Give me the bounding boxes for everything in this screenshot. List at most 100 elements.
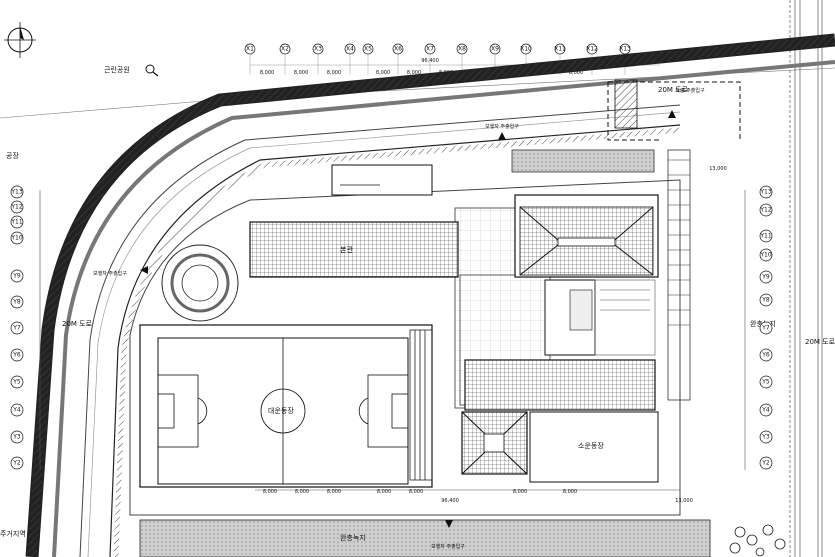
- svg-text:Y13: Y13: [759, 189, 771, 196]
- svg-text:X6: X6: [394, 46, 402, 53]
- track-lanes: [409, 329, 433, 481]
- svg-text:Y11: Y11: [10, 219, 22, 226]
- grid-bubble: X2: [279, 43, 291, 55]
- access-path-dashed: [607, 81, 741, 141]
- entry-arrow-icon: [140, 110, 676, 528]
- svg-text:X3: X3: [314, 46, 322, 53]
- service-yard: [511, 149, 655, 173]
- svg-text:Y5: Y5: [12, 379, 21, 386]
- svg-text:Y10: Y10: [759, 252, 771, 259]
- grid-bubble: X4: [344, 43, 356, 55]
- residential-label: 주거지역: [0, 529, 26, 538]
- magnifier-icon: [145, 64, 159, 77]
- road-left-label: 20M 도로: [62, 320, 93, 328]
- svg-text:Y11: Y11: [759, 233, 771, 240]
- service-entry-label: 차량 주출입구: [675, 87, 705, 94]
- svg-text:Y6: Y6: [12, 352, 21, 359]
- svg-text:Y7: Y7: [761, 325, 770, 332]
- park-label: 근린공원: [104, 65, 130, 74]
- svg-text:8,000: 8,000: [376, 70, 390, 76]
- grid-bubble: X6: [392, 43, 404, 55]
- grid-bubble: X13: [619, 43, 631, 55]
- svg-text:X8: X8: [458, 46, 466, 53]
- north-arrow-icon: [4, 22, 36, 58]
- svg-text:Y5: Y5: [761, 379, 770, 386]
- svg-text:Y2: Y2: [761, 460, 770, 467]
- small-field: [529, 411, 659, 483]
- top-grid-bubbles: X1 X2 X3 X4 X5 X6 X7 X8 X9 X10 X11 X12 X…: [244, 43, 631, 55]
- svg-text:Y12: Y12: [759, 207, 771, 214]
- svg-text:X13: X13: [619, 46, 631, 53]
- svg-text:8,000: 8,000: [513, 489, 527, 495]
- svg-text:8,000: 8,000: [327, 70, 341, 76]
- road-top-label: 20M 도로: [658, 86, 689, 94]
- gate-ramp: [614, 79, 638, 129]
- svg-text:Y6: Y6: [761, 352, 770, 359]
- outdoor-stage: [331, 164, 433, 196]
- svg-text:8,000: 8,000: [407, 70, 421, 76]
- svg-text:X1: X1: [246, 46, 254, 53]
- svg-text:8,000: 8,000: [327, 489, 341, 495]
- main-sports-field: [139, 324, 433, 488]
- west-entry-label: 보행자 주출입구: [93, 270, 127, 277]
- factory-label: 공장: [6, 151, 19, 160]
- grid-bubble: X7: [424, 43, 436, 55]
- small-field-label: 소운동장: [578, 441, 604, 450]
- grid-bubble: X11: [554, 43, 566, 55]
- svg-text:Y9: Y9: [761, 274, 770, 281]
- circular-plaza: [161, 244, 239, 322]
- svg-text:X9: X9: [491, 46, 499, 53]
- svg-text:X2: X2: [281, 46, 289, 53]
- svg-text:8,000: 8,000: [294, 70, 308, 76]
- green-bottom-label: 완충녹지: [340, 533, 366, 542]
- curved-road-inner-band: [52, 60, 835, 557]
- svg-text:8,000: 8,000: [263, 489, 277, 495]
- svg-text:X10: X10: [520, 46, 532, 53]
- auditorium-building: [461, 411, 528, 475]
- svg-text:Y8: Y8: [761, 297, 770, 304]
- north-entry-label: 보행자 주출입구: [485, 123, 519, 130]
- grid-bubble: X5: [362, 43, 374, 55]
- svg-text:Y3: Y3: [761, 434, 770, 441]
- gymnasium-building: [514, 194, 659, 278]
- svg-text:8,000: 8,000: [569, 70, 583, 76]
- svg-text:Y4: Y4: [12, 407, 21, 414]
- east-wing: [544, 279, 656, 356]
- green-buffer-south: [139, 519, 711, 557]
- svg-text:X12: X12: [586, 46, 598, 53]
- svg-text:8,000: 8,000: [260, 70, 274, 76]
- svg-text:Y2: Y2: [12, 460, 21, 467]
- grid-bubble: X3: [312, 43, 324, 55]
- south-entry-label: 보행자 주출입구: [431, 543, 465, 550]
- grid-bubble: X8: [456, 43, 468, 55]
- right-grid-bubbles: Y13 Y12 Y11 Y10 Y9 Y8 Y7 Y6 Y5 Y4 Y3 Y2: [759, 185, 773, 470]
- svg-text:X4: X4: [346, 46, 354, 53]
- svg-text:Y10: Y10: [10, 235, 22, 242]
- classroom-wing-south: [464, 359, 656, 411]
- main-building-label: 본관: [340, 245, 353, 254]
- svg-text:8,000: 8,000: [563, 489, 577, 495]
- svg-text:96,400: 96,400: [421, 58, 439, 64]
- parking-lot-east: [667, 149, 691, 401]
- svg-text:Y4: Y4: [761, 407, 770, 414]
- svg-text:Y13: Y13: [10, 189, 22, 196]
- grid-bubble: X1: [244, 43, 256, 55]
- tree-icons: [729, 524, 786, 557]
- svg-text:Y7: Y7: [12, 325, 21, 332]
- svg-text:Y3: Y3: [12, 434, 21, 441]
- svg-text:96,400: 96,400: [441, 498, 459, 504]
- svg-text:X11: X11: [554, 46, 566, 53]
- svg-text:Y12: Y12: [10, 204, 22, 211]
- bottom-dimensions: 8,000 8,000 8,000 8,000 8,000 8,000 8,00…: [255, 166, 727, 504]
- grid-bubble: X10: [520, 43, 532, 55]
- road-right-label: 20M 도로: [805, 338, 835, 346]
- svg-text:8,000: 8,000: [377, 489, 391, 495]
- svg-text:Y8: Y8: [12, 299, 21, 306]
- grid-bubble: X9: [489, 43, 501, 55]
- svg-text:8,000: 8,000: [409, 489, 423, 495]
- left-grid-bubbles: Y13 Y12 Y11 Y10 Y9 Y8 Y7 Y6 Y5 Y4 Y3 Y2: [10, 185, 24, 470]
- svg-text:13,000: 13,000: [675, 498, 693, 504]
- right-edge-lines: [789, 0, 823, 557]
- svg-text:X5: X5: [364, 46, 372, 53]
